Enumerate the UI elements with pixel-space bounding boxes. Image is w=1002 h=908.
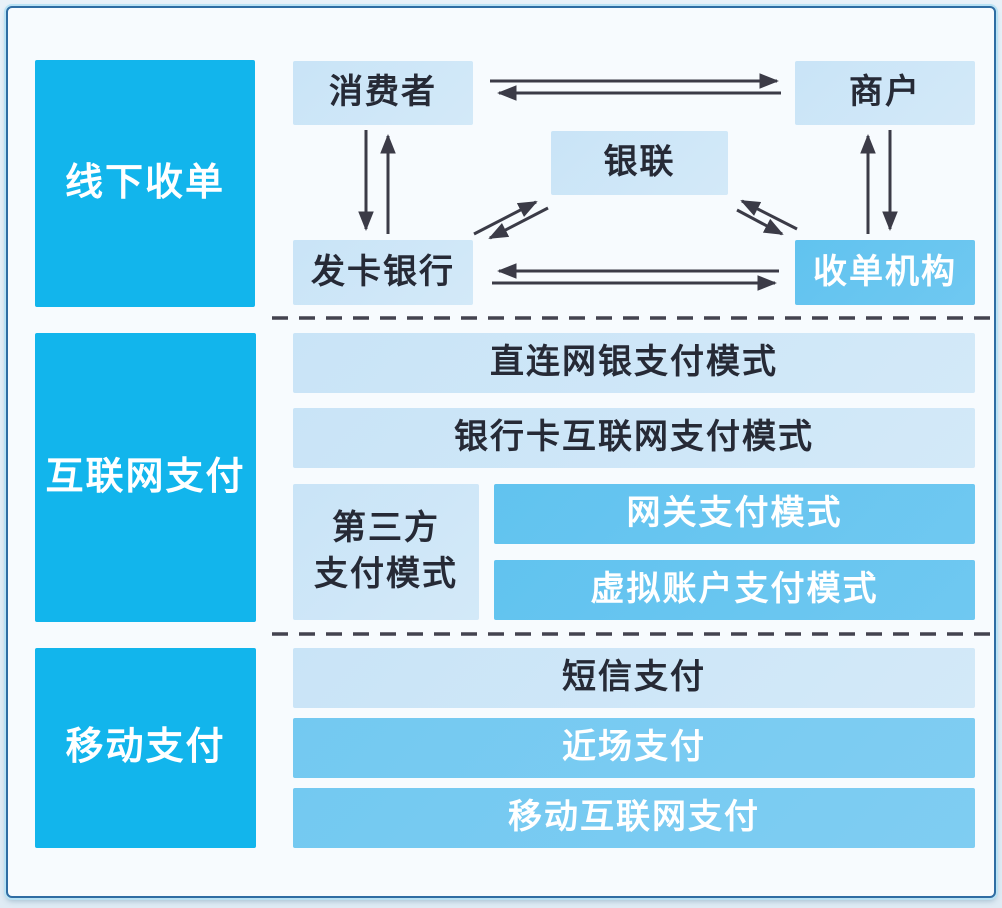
node-issuing-bank: 发卡银行 <box>293 240 473 305</box>
section-label-internet-payment: 互联网支付 <box>35 333 256 622</box>
row-bank-card-internet-mode: 银行卡互联网支付模式 <box>293 408 975 468</box>
row-mobile-internet-payment: 移动互联网支付 <box>293 788 975 848</box>
row-virtual-account-payment-mode: 虚拟账户支付模式 <box>494 560 975 620</box>
node-merchant: 商户 <box>795 61 975 125</box>
section-label-mobile-payment: 移动支付 <box>35 648 256 848</box>
node-acquirer: 收单机构 <box>795 240 975 305</box>
box-third-party-payment-mode: 第三方 支付模式 <box>293 484 479 620</box>
row-direct-online-banking-mode: 直连网银支付模式 <box>293 333 975 393</box>
node-consumer: 消费者 <box>293 61 473 125</box>
row-near-field-payment: 近场支付 <box>293 718 975 778</box>
section-label-offline-acquiring: 线下收单 <box>35 60 255 307</box>
row-sms-payment: 短信支付 <box>293 648 975 708</box>
row-gateway-payment-mode: 网关支付模式 <box>494 484 975 544</box>
node-unionpay: 银联 <box>551 131 728 195</box>
